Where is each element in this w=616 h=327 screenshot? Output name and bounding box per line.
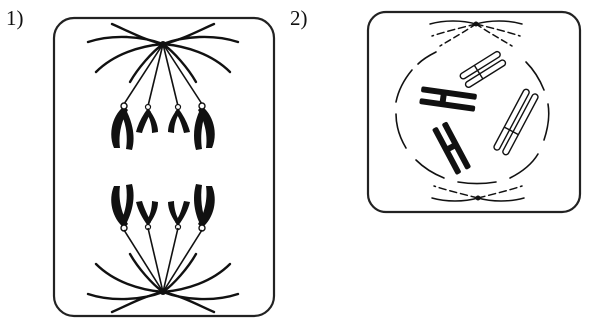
lower-spindle-pole (88, 254, 238, 312)
chromosome-outlined-right (493, 88, 539, 156)
prophase-cell-diagram (366, 10, 584, 216)
chromosome (146, 108, 158, 133)
upper-spindle-pole (88, 24, 238, 82)
lower-centriole (476, 196, 481, 201)
upper-chromosomes (111, 103, 215, 150)
chromosome (120, 184, 134, 228)
upper-centriole (474, 22, 479, 27)
chromosome (175, 108, 190, 133)
lower-centriole (160, 289, 166, 295)
chromosome-solid-diagonal (432, 121, 471, 175)
lower-chromosomes (111, 184, 215, 231)
figure-label-2: 2) (290, 6, 308, 31)
cell-membrane (54, 18, 274, 316)
chromosome-outlined-upper (459, 50, 506, 88)
lower-spindle-fibers (124, 228, 202, 292)
figure-label-1: 1) (6, 6, 24, 31)
chromosome (175, 201, 190, 226)
chromosome (120, 106, 134, 150)
chromosome-solid-horizontal (419, 86, 477, 112)
chromosome (146, 201, 158, 226)
anaphase-cell-diagram (52, 16, 278, 320)
